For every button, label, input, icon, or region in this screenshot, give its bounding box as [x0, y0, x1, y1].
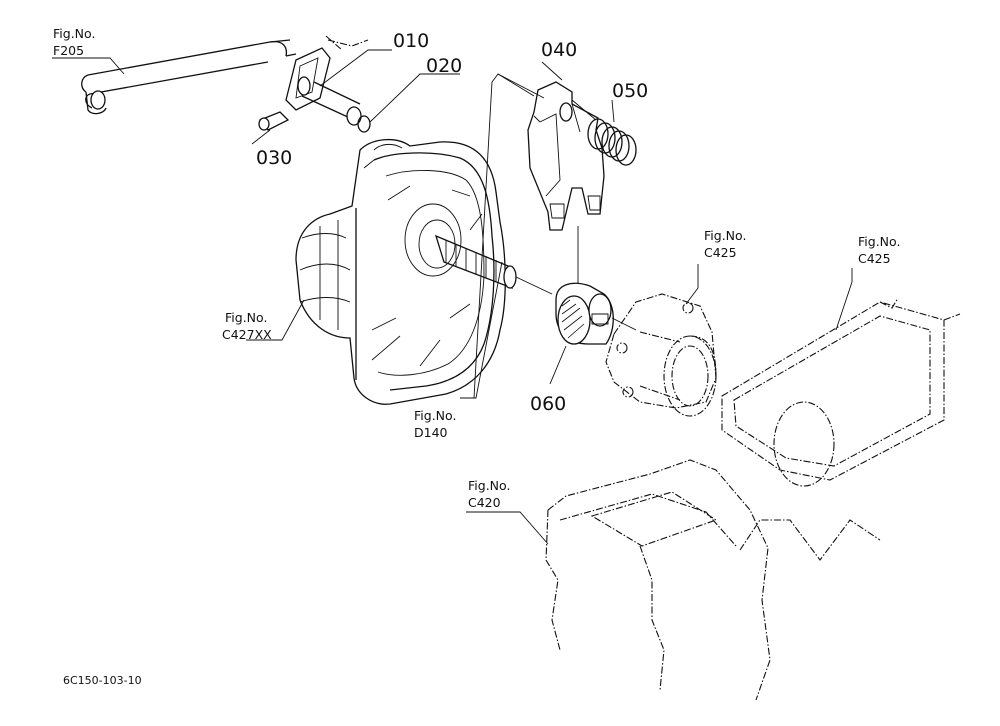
- fig-ref-c427xx-code: C427XX: [222, 327, 272, 342]
- frame-drawing: [721, 297, 961, 487]
- drawing-code: 6C150-103-10: [63, 674, 142, 687]
- coupling-drawing: [555, 282, 637, 345]
- c420-leader: [466, 511, 549, 545]
- d140-leader: [460, 261, 503, 399]
- bracket-top: [491, 73, 535, 97]
- fig-ref-d140-label: Fig.No.: [414, 408, 456, 423]
- fig-ref-c425b-code: C425: [858, 251, 891, 266]
- pin-drawing: [258, 111, 290, 131]
- shift-rod-drawing: [81, 39, 297, 115]
- part-number-010: 010: [393, 30, 429, 52]
- spring-drawing: [571, 99, 637, 166]
- p010-leader: [319, 49, 392, 87]
- p040-leader: [541, 61, 563, 81]
- assembly-line-a: [497, 73, 545, 99]
- p050-leader: [611, 99, 615, 123]
- shift-fork-drawing: [527, 81, 605, 290]
- fig-ref-d140-code: D140: [414, 425, 448, 440]
- p060-leader: [549, 345, 567, 385]
- part-number-060: 060: [530, 393, 566, 415]
- part-number-040: 040: [541, 39, 577, 61]
- fig-ref-c420-label: Fig.No.: [468, 478, 510, 493]
- p030-leader: [251, 129, 271, 145]
- fig-ref-c420-code: C420: [468, 495, 501, 510]
- fig-ref-f205-code: F205: [53, 43, 84, 58]
- part-number-030: 030: [256, 147, 292, 169]
- lower-case-drawing: [545, 459, 881, 701]
- p020-leader: [369, 73, 460, 123]
- fig-ref-c425b-label: Fig.No.: [858, 234, 900, 249]
- fig-ref-c427xx-label: Fig.No.: [225, 310, 267, 325]
- transmission-housing-drawing: [295, 139, 553, 405]
- f205-leader: [52, 57, 125, 75]
- o-ring-drawing: [357, 115, 371, 133]
- part-number-050: 050: [612, 80, 648, 102]
- fig-ref-c425a-code: C425: [704, 245, 737, 260]
- bracket-line: [473, 81, 493, 399]
- fig-ref-f205-label: Fig.No.: [53, 26, 95, 41]
- bearing-housing-drawing: [605, 293, 717, 417]
- c427xx-leader: [246, 299, 305, 341]
- shift-shaft-drawing: [285, 35, 369, 126]
- c425b-leader: [835, 268, 853, 331]
- fig-ref-c425a-label: Fig.No.: [704, 228, 746, 243]
- part-number-020: 020: [426, 55, 462, 77]
- c425a-leader: [685, 264, 699, 305]
